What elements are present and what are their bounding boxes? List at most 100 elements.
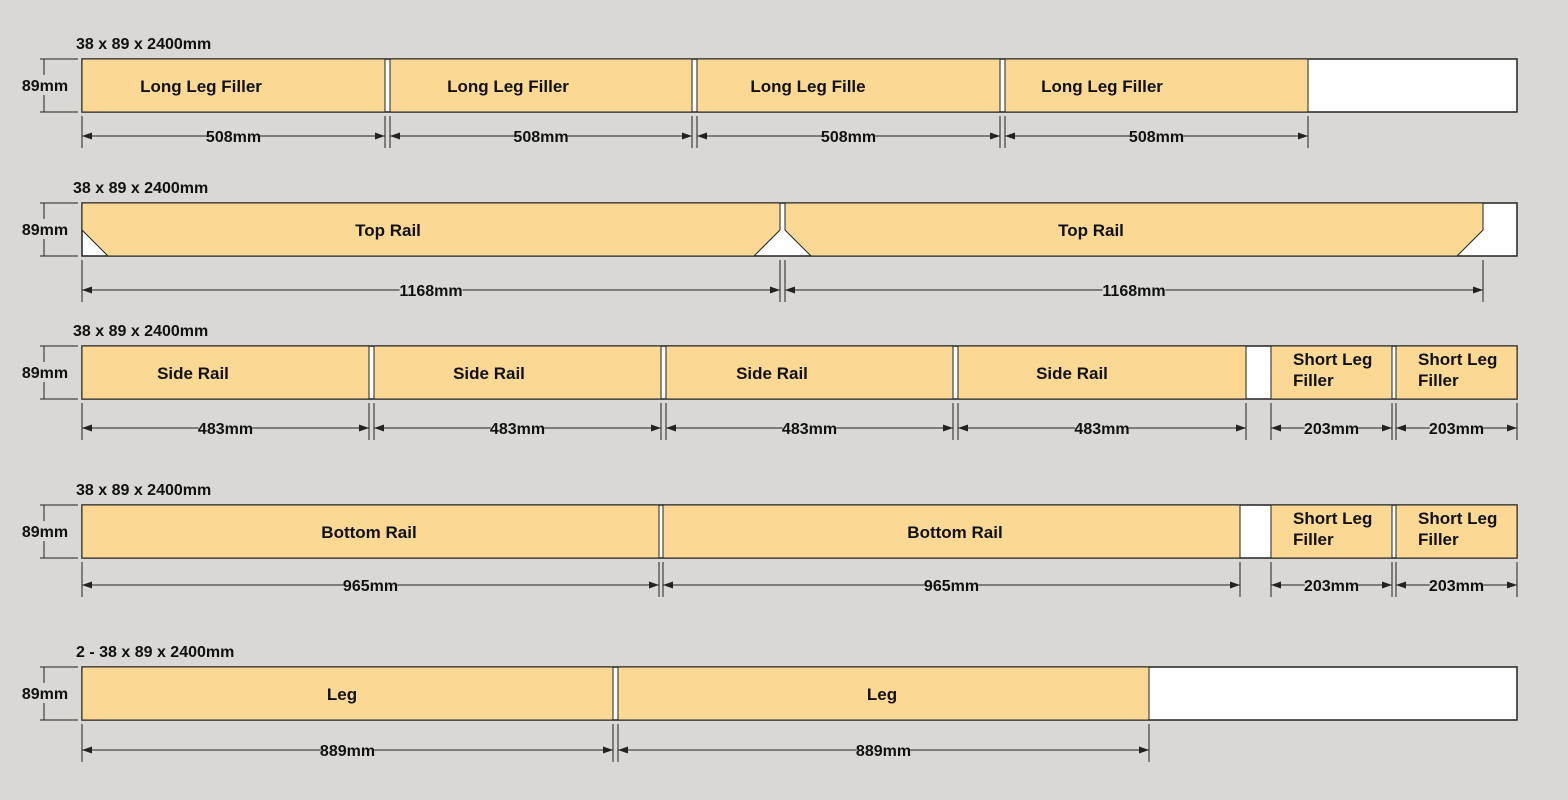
dimension-arrowhead: [374, 424, 384, 432]
dimension-label: 483mm: [782, 421, 837, 438]
dimension-arrowhead: [958, 424, 968, 432]
dimension-label: 203mm: [1304, 578, 1359, 595]
piece-label: Filler: [1418, 530, 1459, 549]
dimension-label: 965mm: [343, 578, 398, 595]
piece-label: Short Leg: [1293, 350, 1372, 369]
dimension-arrowhead: [1507, 424, 1517, 432]
height-label: 89mm: [22, 365, 68, 382]
dimension-arrowhead: [1396, 581, 1406, 589]
dimension-label-bg: [399, 281, 463, 299]
piece-label: Bottom Rail: [907, 523, 1002, 542]
height-label-bg: [16, 75, 74, 95]
cut-piece-body: [1270, 504, 1393, 559]
cut-piece-body: [389, 58, 693, 113]
piece-label: Long Leg Filler: [447, 77, 569, 96]
height-label: 89mm: [22, 222, 68, 239]
cut-piece-body: [1395, 504, 1518, 559]
dimension-label-bg: [1304, 419, 1359, 437]
dimension-arrowhead: [1230, 581, 1240, 589]
dimension-arrowhead: [1507, 581, 1517, 589]
dimension-label: 483mm: [198, 421, 253, 438]
dimension-label: 1168mm: [1102, 283, 1165, 300]
piece-label: Filler: [1293, 371, 1334, 390]
height-label-bg: [16, 683, 74, 703]
piece-label: Long Leg Fille: [750, 77, 865, 96]
cut-piece: Long Leg Filler 508mm: [389, 58, 693, 148]
cut-piece: Bottom Rail 965mm: [81, 504, 660, 597]
dimension-arrowhead: [666, 424, 676, 432]
cut-piece: Bottom Rail 965mm: [662, 504, 1241, 597]
piece-label: Short Leg: [1293, 509, 1372, 528]
dimension-arrowhead: [663, 581, 673, 589]
piece-label: Short Leg: [1418, 350, 1497, 369]
board-title: 2 - 38 x 89 x 2400mm: [76, 644, 234, 661]
height-label: 89mm: [22, 686, 68, 703]
cut-piece-body: [957, 345, 1247, 400]
dimension-label-bg: [1075, 419, 1129, 437]
dimension-label: 508mm: [513, 129, 568, 146]
piece-label: Leg: [327, 685, 357, 704]
dimension-label-bg: [782, 419, 837, 437]
dimension-arrowhead: [1382, 581, 1392, 589]
cut-piece-body: [1270, 345, 1393, 400]
dimension-arrowhead: [603, 746, 613, 754]
piece-label: Long Leg Filler: [1041, 77, 1163, 96]
dimension-arrowhead: [649, 581, 659, 589]
piece-label: Filler: [1293, 530, 1334, 549]
dimension-label: 889mm: [856, 743, 911, 760]
piece-label: Bottom Rail: [321, 523, 416, 542]
dimension-arrowhead: [943, 424, 953, 432]
dimension-arrowhead: [1271, 424, 1281, 432]
board-title: 38 x 89 x 2400mm: [73, 180, 208, 197]
height-label-bg: [16, 521, 74, 541]
dimension-arrowhead: [1005, 132, 1015, 140]
piece-label: Side Rail: [736, 364, 808, 383]
cut-piece-body: [81, 345, 370, 400]
dimension-arrowhead: [697, 132, 707, 140]
cut-piece-body: [1004, 58, 1309, 113]
piece-label: Short Leg: [1418, 509, 1497, 528]
dimension-arrowhead: [82, 424, 92, 432]
dimension-arrowhead: [82, 581, 92, 589]
piece-label: Side Rail: [453, 364, 525, 383]
dimension-arrowhead: [651, 424, 661, 432]
dimension-label-bg: [1129, 127, 1184, 145]
cut-piece: Side Rail 483mm: [665, 345, 954, 440]
dimension-label: 965mm: [924, 578, 979, 595]
dimension-arrowhead: [1473, 286, 1483, 294]
dimension-arrowhead: [390, 132, 400, 140]
dimension-arrowhead: [1396, 424, 1406, 432]
dimension-arrowhead: [990, 132, 1000, 140]
dimension-arrowhead: [1139, 746, 1149, 754]
dimension-arrowhead: [1236, 424, 1246, 432]
piece-label: Filler: [1418, 371, 1459, 390]
dimension-arrowhead: [1271, 581, 1281, 589]
cut-piece-body: [1395, 345, 1518, 400]
dimension-label-bg: [1429, 576, 1484, 594]
dimension-arrowhead: [82, 132, 92, 140]
board-title: 38 x 89 x 2400mm: [76, 36, 211, 53]
piece-label: Side Rail: [1036, 364, 1108, 383]
dimension-arrowhead: [1298, 132, 1308, 140]
dimension-label-bg: [514, 127, 568, 145]
dimension-arrowhead: [1382, 424, 1392, 432]
dimension-label-bg: [821, 127, 876, 145]
dimension-arrowhead: [82, 286, 92, 294]
cut-piece-body: [81, 666, 614, 721]
dimension-label-bg: [206, 127, 261, 145]
dimension-arrowhead: [375, 132, 385, 140]
cut-piece-body: [696, 58, 1001, 113]
